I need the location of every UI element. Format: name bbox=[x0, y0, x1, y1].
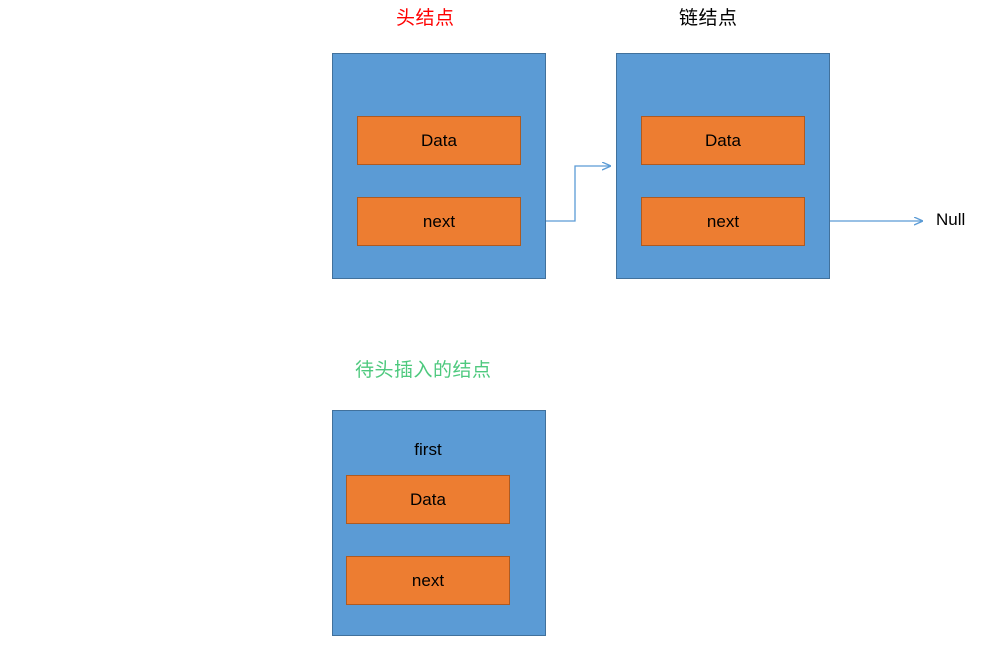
connector-head-next-to-chain-node bbox=[546, 166, 610, 222]
head-node-data-field: Data bbox=[357, 116, 521, 165]
new-node-data-field: Data bbox=[346, 475, 510, 524]
new-node-next-field: next bbox=[346, 556, 510, 605]
chain-node-data-field: Data bbox=[641, 116, 805, 165]
chain-node-next-field: next bbox=[641, 197, 805, 246]
head-node-caption: 头结点 bbox=[396, 8, 455, 29]
head-node-next-field: next bbox=[357, 197, 521, 246]
new-node-pointer-label: first bbox=[414, 440, 442, 459]
null-terminator-label: Null bbox=[936, 210, 966, 229]
chain-node-caption: 链结点 bbox=[679, 8, 738, 29]
insert-node-caption: 待头插入的结点 bbox=[355, 360, 492, 381]
